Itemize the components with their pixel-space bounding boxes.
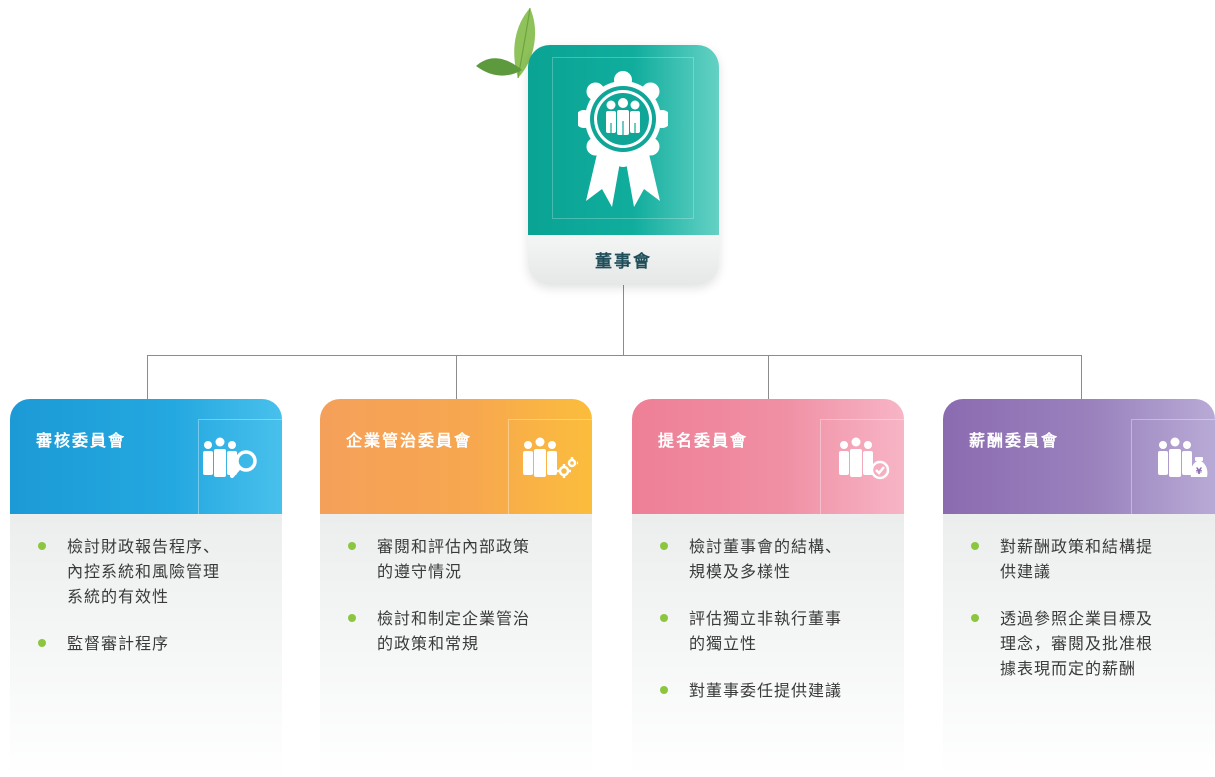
board-title: 董事會 [595,252,652,272]
duty-text: 監督審計程序 [67,634,170,653]
committee-card-header: 企業管治委員會 [320,399,592,516]
duty-text: 檢討董事會的結構、規模及多樣性 [689,537,843,581]
duty-text: 評估獨立非執行董事的獨立性 [689,609,843,653]
list-item: 對薪酬政策和結構提供建議 [968,534,1198,584]
connector-horizontal [147,355,1082,356]
duty-text: 透過參照企業目標及理念，審閱及批准根據表現而定的薪酬 [1000,609,1154,678]
board-card-header [528,45,719,235]
bullet [38,542,46,550]
committee-card-body: 對薪酬政策和結構提供建議 透過參照企業目標及理念，審閱及批准根據表現而定的薪酬 [943,514,1215,777]
list-item: 評估獨立非執行董事的獨立性 [657,606,887,656]
board-card-footer: 董事會 [528,235,719,285]
bullet [971,614,979,622]
committee-card-audit: 審核委員會 檢討財政報告程序、內控系統和風險管理系統的有效性 監督審計程序 [10,399,282,777]
duty-text: 審閱和評估內部政策的遵守情況 [377,537,531,581]
committee-card-header: 審核委員會 [10,399,282,516]
committee-card-remuneration: 薪酬委員會 ¥ 對薪酬政策和結構提供建議 透過參照企業目標及理念，審閱及批准根據… [943,399,1215,777]
duty-list: 檢討董事會的結構、規模及多樣性 評估獨立非執行董事的獨立性 對董事委任提供建議 [657,534,887,725]
list-item: 檢討董事會的結構、規模及多樣性 [657,534,887,584]
people-money-bag-icon: ¥ [1158,437,1208,477]
duty-text: 檢討財政報告程序、內控系統和風險管理系統的有效性 [67,537,221,606]
people-magnifier-icon [203,437,257,478]
committee-card-header: 薪酬委員會 ¥ [943,399,1215,516]
list-item: 審閱和評估內部政策的遵守情況 [345,534,575,584]
duty-list: 審閱和評估內部政策的遵守情況 檢討和制定企業管治的政策和常規 [345,534,575,678]
duty-text: 對薪酬政策和結構提供建議 [1000,537,1154,581]
committee-card-nomination: 提名委員會 檢討董事會的結構、規模及多樣性 評估獨立非執行董事的獨立性 對董事委… [632,399,904,777]
committee-title: 薪酬委員會 [969,431,1060,450]
committee-card-body: 檢討財政報告程序、內控系統和風險管理系統的有效性 監督審計程序 [10,514,282,777]
list-item: 檢討財政報告程序、內控系統和風險管理系統的有效性 [35,534,265,609]
committee-title: 提名委員會 [658,431,749,450]
list-item: 對董事委任提供建議 [657,678,887,703]
bullet [348,542,356,550]
bullet [660,542,668,550]
bullet [660,614,668,622]
committee-title: 企業管治委員會 [346,431,473,450]
people-gear-icon [523,437,578,478]
connector-board-down [623,285,624,355]
connector-audit [147,355,148,399]
connector-governance [456,355,457,399]
svg-text:¥: ¥ [1196,467,1203,477]
committee-card-body: 審閱和評估內部政策的遵守情況 檢討和制定企業管治的政策和常規 [320,514,592,777]
bullet [38,639,46,647]
bullet [971,542,979,550]
list-item: 透過參照企業目標及理念，審閱及批准根據表現而定的薪酬 [968,606,1198,681]
duty-text: 對董事委任提供建議 [689,681,843,700]
award-rosette-people-icon [578,71,668,207]
connector-remuneration [1081,355,1082,399]
board-frame [552,57,694,219]
list-item: 監督審計程序 [35,631,265,656]
board-card: 董事會 [528,45,719,285]
duty-list: 對薪酬政策和結構提供建議 透過參照企業目標及理念，審閱及批准根據表現而定的薪酬 [968,534,1198,703]
committee-card-header: 提名委員會 [632,399,904,516]
connector-nomination [768,355,769,399]
committee-card-governance: 企業管治委員會 審閱和評估內部政策的遵守情況 檢討和制定企業管治的政策和常規 [320,399,592,777]
duty-text: 檢討和制定企業管治的政策和常規 [377,609,531,653]
committee-card-body: 檢討董事會的結構、規模及多樣性 評估獨立非執行董事的獨立性 對董事委任提供建議 [632,514,904,777]
duty-list: 檢討財政報告程序、內控系統和風險管理系統的有效性 監督審計程序 [35,534,265,678]
people-checkmark-icon [839,437,890,480]
committee-title: 審核委員會 [36,431,127,450]
bullet [660,686,668,694]
list-item: 檢討和制定企業管治的政策和常規 [345,606,575,656]
leaf-icon [476,7,536,79]
bullet [348,614,356,622]
